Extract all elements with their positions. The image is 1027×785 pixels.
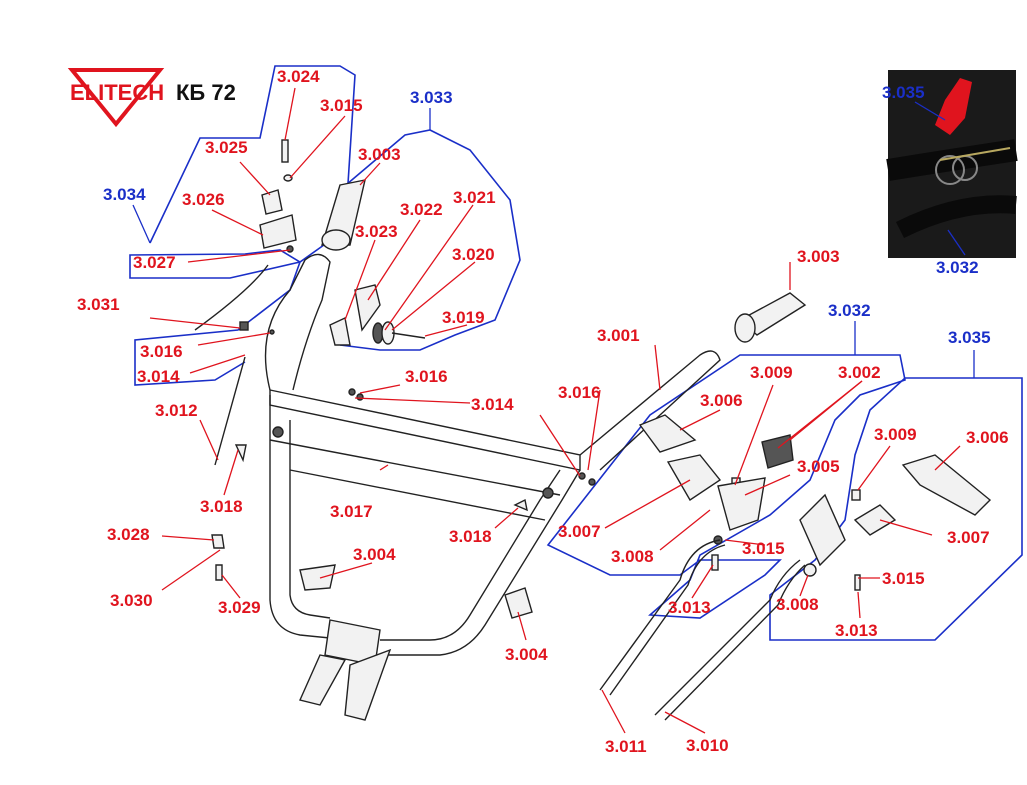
label-3022: 3.022 (400, 200, 443, 219)
group-outline-3033 (339, 129, 521, 351)
label-3032-photo: 3.032 (936, 258, 979, 277)
label-3009-right: 3.009 (874, 425, 917, 444)
label-3031: 3.031 (77, 295, 120, 314)
label-3032: 3.032 (828, 301, 871, 320)
label-3003: 3.003 (358, 145, 401, 164)
label-3028: 3.028 (107, 525, 150, 544)
label-3015: 3.015 (320, 96, 363, 115)
label-3016-right: 3.016 (558, 383, 601, 402)
logo-triangle-icon (67, 68, 165, 128)
label-3033: 3.033 (410, 88, 453, 107)
label-3007-right: 3.007 (947, 528, 990, 547)
brand-name: ELITECH (70, 80, 164, 105)
label-3015-mid: 3.015 (742, 539, 785, 558)
leader-lines (149, 87, 966, 734)
label-3008-right: 3.008 (776, 595, 819, 614)
label-3003-right: 3.003 (797, 247, 840, 266)
label-3021: 3.021 (453, 188, 496, 207)
model-name: КБ 72 (176, 80, 236, 105)
label-3008: 3.008 (611, 547, 654, 566)
label-3007: 3.007 (558, 522, 601, 541)
label-3035-photo: 3.035 (882, 83, 925, 102)
label-3011: 3.011 (605, 737, 647, 756)
grip-and-levers-right (599, 292, 992, 721)
label-3004: 3.004 (353, 545, 396, 564)
label-3027: 3.027 (133, 253, 176, 272)
label-3029: 3.029 (218, 598, 261, 617)
label-3026: 3.026 (182, 190, 225, 209)
label-3035: 3.035 (948, 328, 991, 347)
label-3016-mid: 3.016 (405, 367, 448, 386)
label-3024: 3.024 (277, 67, 320, 86)
label-3006: 3.006 (700, 391, 743, 410)
label-3019: 3.019 (442, 308, 485, 327)
label-3009: 3.009 (750, 363, 793, 382)
label-3013: 3.013 (668, 598, 711, 617)
elitech-logo: ELITECH КБ 72 (67, 68, 236, 128)
label-3018: 3.018 (200, 497, 243, 516)
label-3014-mid: 3.014 (471, 395, 514, 414)
label-3002: 3.002 (838, 363, 881, 382)
label-3016: 3.016 (140, 342, 183, 361)
red-lever-icon (935, 78, 972, 135)
label-3020: 3.020 (452, 245, 495, 264)
label-3005: 3.005 (797, 457, 840, 476)
part-labels: 3.024 3.015 3.033 3.025 3.003 3.034 3.02… (77, 67, 1009, 756)
label-3006-right: 3.006 (966, 428, 1009, 447)
group-outline-3035 (769, 377, 1023, 641)
label-3001: 3.001 (597, 326, 640, 345)
throttle-parts-left (194, 139, 596, 619)
label-3023: 3.023 (355, 222, 398, 241)
label-3025: 3.025 (205, 138, 248, 157)
label-3013-right: 3.013 (835, 621, 878, 640)
label-3015-right: 3.015 (882, 569, 925, 588)
label-3010: 3.010 (686, 736, 729, 755)
label-3034: 3.034 (103, 185, 146, 204)
label-3030: 3.030 (110, 591, 153, 610)
label-3018-mid: 3.018 (449, 527, 492, 546)
label-3014: 3.014 (137, 367, 180, 386)
label-3017: 3.017 (330, 502, 373, 521)
handlebar-frame-3017 (264, 253, 721, 721)
label-3012: 3.012 (155, 401, 198, 420)
group-outline-3034 (129, 65, 356, 386)
lever-photo-inset (886, 70, 1018, 258)
label-3004-low: 3.004 (505, 645, 548, 664)
